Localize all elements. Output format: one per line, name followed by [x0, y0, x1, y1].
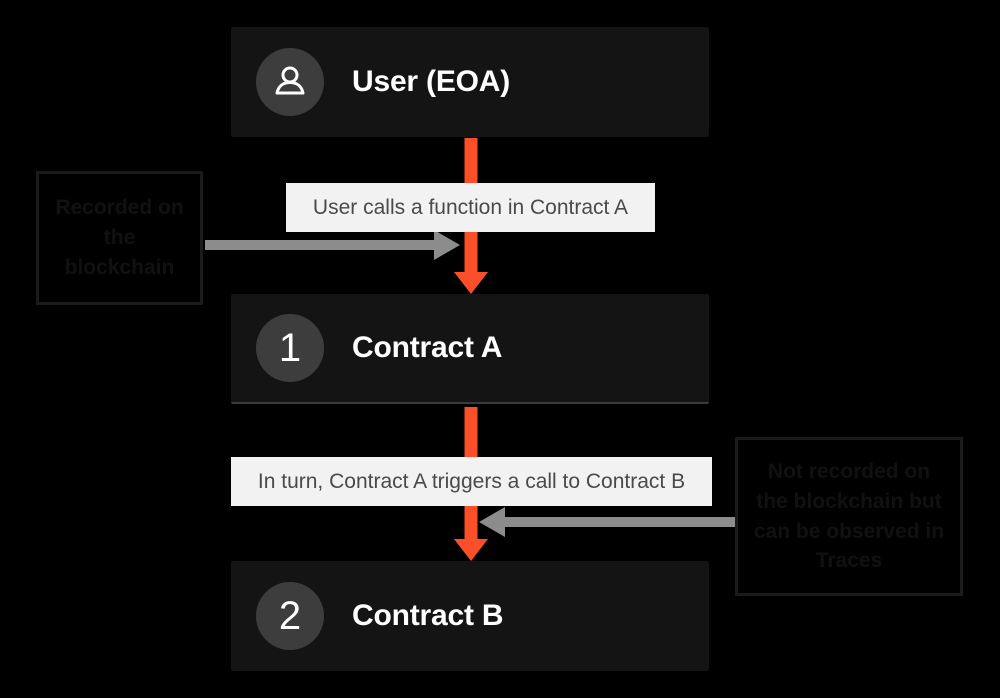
step-label-2: In turn, Contract A triggers a call to C… [231, 457, 712, 506]
node-contract-a[interactable]: 1 Contract A [231, 294, 709, 404]
step-label-1: User calls a function in Contract A [286, 183, 655, 232]
annotation-not-recorded-traces: Not recorded on the blockchain but can b… [735, 437, 963, 596]
arrow-head [434, 230, 460, 260]
node-user-label: User (EOA) [352, 65, 511, 98]
annotation-pointer-right [479, 505, 737, 539]
step-number-badge: 1 [256, 314, 324, 382]
node-user[interactable]: User (EOA) [231, 27, 709, 137]
arrow-head [479, 507, 505, 537]
node-contract-a-label: Contract A [352, 331, 503, 364]
node-contract-b[interactable]: 2 Contract B [231, 561, 709, 671]
arrow-head [454, 539, 488, 561]
arrow-head [454, 272, 488, 294]
step-number-badge: 2 [256, 582, 324, 650]
person-icon [256, 48, 324, 116]
arrow-shaft [205, 240, 436, 250]
annotation-recorded-on-blockchain: Recorded on the blockchain [36, 171, 203, 305]
node-contract-b-label: Contract B [352, 599, 504, 632]
annotation-pointer-left [205, 228, 460, 262]
arrow-shaft [503, 517, 737, 527]
